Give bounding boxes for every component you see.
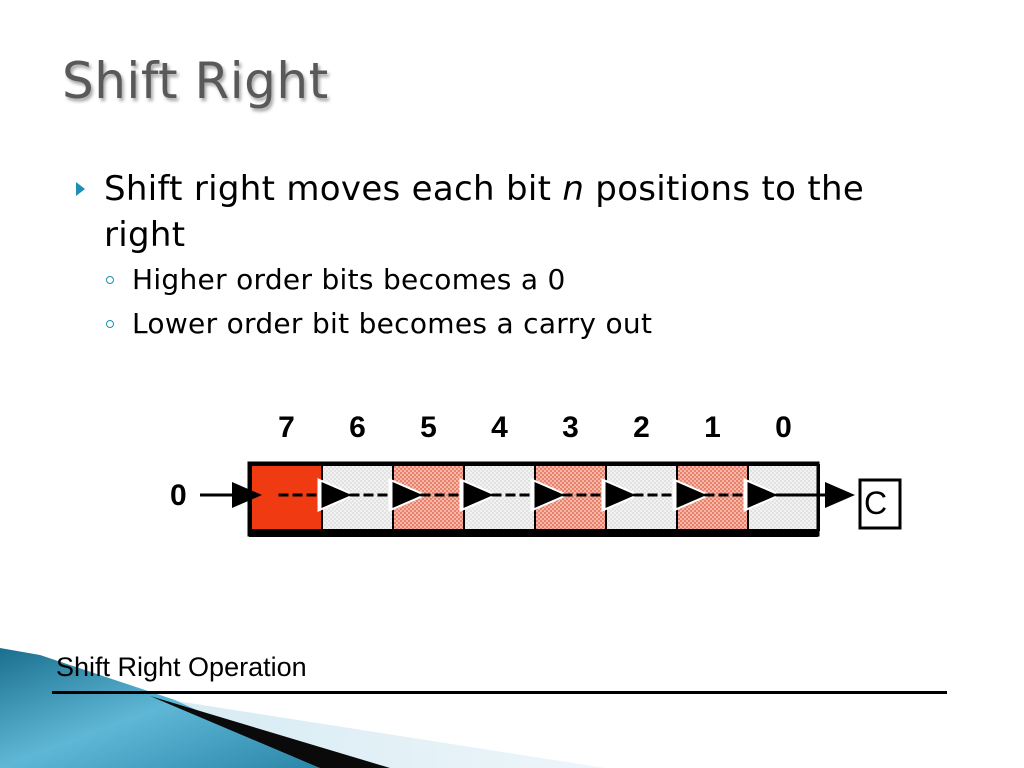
subbullet-lower-order: Lower order bit becomes a carry out bbox=[76, 302, 976, 346]
bullet-list: Shift right moves each bit n positions t… bbox=[76, 166, 976, 346]
shift-arrow-7-to-6 bbox=[278, 478, 357, 512]
bit-label-4: 4 bbox=[491, 411, 508, 444]
bullet-triangle-icon bbox=[76, 182, 85, 196]
bit-label-0: 0 bbox=[775, 411, 792, 444]
shift-arrow-2-to-1 bbox=[633, 478, 712, 512]
bit-cell-7 bbox=[250, 464, 323, 531]
subbullet-text: Lower order bit becomes a carry out bbox=[132, 307, 653, 340]
shift-arrows bbox=[200, 478, 855, 512]
bullet-main: Shift right moves each bit n positions t… bbox=[76, 166, 954, 258]
shift-arrow-4-to-3 bbox=[491, 478, 570, 512]
carry-arrow bbox=[775, 482, 855, 508]
subbullet-text: Higher order bits becomes a 0 bbox=[132, 263, 566, 296]
bit-label-5: 5 bbox=[420, 411, 437, 444]
input-zero-label: 0 bbox=[170, 479, 187, 512]
deco-black-wedge bbox=[150, 696, 390, 768]
bit-label-6: 6 bbox=[349, 411, 366, 444]
subbullet-higher-order: Higher order bits becomes a 0 bbox=[76, 258, 976, 302]
bit-cell-5 bbox=[392, 464, 465, 531]
diagram-caption: Shift Right Operation bbox=[56, 652, 307, 682]
shift-arrow-1-to-0 bbox=[704, 478, 783, 512]
bit-label-1: 1 bbox=[704, 411, 721, 444]
register-bottom-shadow bbox=[249, 530, 818, 537]
shift-arrow-5-to-4 bbox=[420, 478, 499, 512]
carry-box bbox=[858, 478, 902, 530]
bit-labels: 7 6 5 4 3 2 1 0 bbox=[278, 411, 792, 444]
shift-arrow-6-to-5 bbox=[349, 478, 428, 512]
bit-label-7: 7 bbox=[278, 411, 295, 444]
slide-title: Shift Right bbox=[62, 52, 329, 110]
bit-label-3: 3 bbox=[562, 411, 579, 444]
bullet-main-text-end: positions to the right bbox=[104, 169, 865, 255]
bit-label-2: 2 bbox=[633, 411, 650, 444]
input-arrow bbox=[200, 482, 262, 508]
carry-label: C bbox=[864, 485, 887, 521]
shift-arrow-3-to-2 bbox=[562, 478, 641, 512]
bullet-main-italic-n: n bbox=[562, 169, 585, 209]
bullet-main-text-start: Shift right moves each bit bbox=[104, 169, 563, 209]
subbullet-circle-icon bbox=[106, 276, 114, 284]
caption-underline bbox=[52, 691, 947, 694]
subbullet-circle-icon bbox=[106, 320, 114, 328]
deco-teal-wedge bbox=[0, 648, 320, 768]
